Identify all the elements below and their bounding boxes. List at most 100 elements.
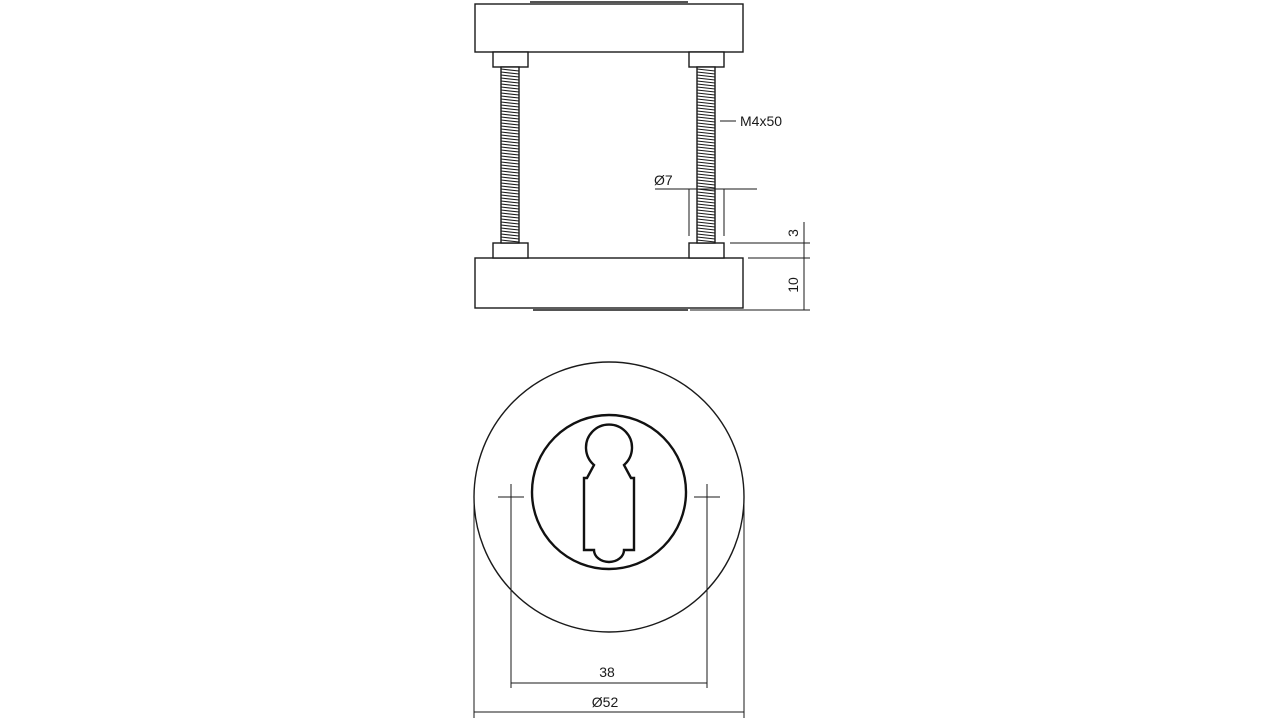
screw-thread — [696, 119, 716, 123]
screw-thread — [696, 104, 716, 108]
screw-thread — [696, 167, 716, 171]
screw-thread — [696, 89, 716, 93]
screw-thread — [500, 152, 520, 156]
thickness-label: 10 — [785, 277, 801, 293]
screw-thread — [696, 101, 716, 105]
screw-thread — [500, 134, 520, 138]
screw-thread — [696, 194, 716, 198]
screw-thread — [500, 107, 520, 111]
screw-thread — [696, 110, 716, 114]
screw-thread — [500, 149, 520, 153]
right-bottom-boss — [688, 242, 725, 259]
screw-thread — [500, 176, 520, 180]
screw-thread — [696, 71, 716, 75]
screw-thread — [500, 233, 520, 237]
screw-thread — [696, 203, 716, 207]
screw-thread — [500, 101, 520, 105]
screw-thread — [696, 233, 716, 237]
outer-diameter-label: Ø52 — [592, 694, 619, 710]
screw-thread — [500, 194, 520, 198]
left-bottom-boss — [492, 242, 529, 259]
right-top-boss — [688, 51, 725, 68]
screw-thread — [500, 182, 520, 186]
screw-thread — [696, 92, 716, 96]
screw-thread — [696, 131, 716, 135]
spacing-label: 38 — [599, 664, 615, 680]
screw-size-label: M4x50 — [740, 113, 782, 129]
keyhole-outline — [582, 423, 636, 564]
screw-thread — [500, 98, 520, 102]
screw-thread — [696, 158, 716, 162]
side-view: M4x50 Ø7 3 10 — [474, 1, 810, 311]
screw-thread — [500, 188, 520, 192]
screw-thread — [500, 155, 520, 159]
screw-thread — [500, 137, 520, 141]
screw-thread — [696, 77, 716, 81]
gap-label: 3 — [785, 229, 801, 237]
screw-thread — [500, 83, 520, 87]
screw-thread — [500, 203, 520, 207]
screw-thread — [696, 164, 716, 168]
screw-thread — [696, 116, 716, 120]
screw-thread — [696, 176, 716, 180]
screw-thread — [500, 113, 520, 117]
screw-thread — [500, 125, 520, 129]
screw-thread — [500, 167, 520, 171]
screw-thread — [696, 134, 716, 138]
screw-thread — [696, 113, 716, 117]
screw-thread — [696, 98, 716, 102]
screw-thread — [696, 146, 716, 150]
screw-thread — [500, 230, 520, 234]
screw-thread — [696, 125, 716, 129]
screw-thread — [500, 86, 520, 90]
screw-thread — [696, 236, 716, 240]
left-screw — [500, 66, 520, 244]
screw-thread — [696, 137, 716, 141]
screw-thread — [500, 197, 520, 201]
screw-thread — [696, 74, 716, 78]
screw-thread — [696, 149, 716, 153]
screw-thread — [500, 227, 520, 231]
screw-thread — [696, 185, 716, 189]
screw-thread — [696, 95, 716, 99]
screw-thread — [696, 80, 716, 84]
screw-thread — [696, 68, 716, 72]
screw-thread — [500, 80, 520, 84]
left-top-boss — [492, 51, 529, 68]
screw-thread — [500, 71, 520, 75]
screw-thread — [696, 179, 716, 183]
screw-thread — [500, 209, 520, 213]
screw-thread — [500, 122, 520, 126]
screw-thread — [500, 95, 520, 99]
screw-thread — [696, 86, 716, 90]
front-view: 38 Ø52 — [473, 361, 745, 718]
diameter-7-label: Ø7 — [654, 172, 673, 188]
screw-thread — [500, 116, 520, 120]
screw-thread — [500, 128, 520, 132]
right-screw-hole-mark — [694, 484, 720, 510]
screw-thread — [696, 215, 716, 219]
screw-thread — [696, 155, 716, 159]
screw-thread — [500, 77, 520, 81]
screw-thread — [696, 143, 716, 147]
screw-thread — [500, 68, 520, 72]
screw-thread — [500, 89, 520, 93]
screw-thread — [696, 206, 716, 210]
inner-rosette-circle — [530, 413, 688, 571]
screw-thread — [696, 140, 716, 144]
top-rosette-plate — [474, 3, 744, 53]
screw-thread — [696, 152, 716, 156]
right-screw — [696, 66, 716, 244]
screw-thread — [500, 224, 520, 228]
screw-thread — [696, 218, 716, 222]
screw-thread — [500, 119, 520, 123]
screw-thread — [696, 209, 716, 213]
left-screw-hole-mark — [498, 484, 524, 510]
screw-thread — [500, 215, 520, 219]
screw-thread — [500, 158, 520, 162]
screw-thread — [500, 143, 520, 147]
screw-thread — [696, 122, 716, 126]
screw-thread — [696, 224, 716, 228]
screw-thread — [500, 218, 520, 222]
screw-thread — [696, 182, 716, 186]
